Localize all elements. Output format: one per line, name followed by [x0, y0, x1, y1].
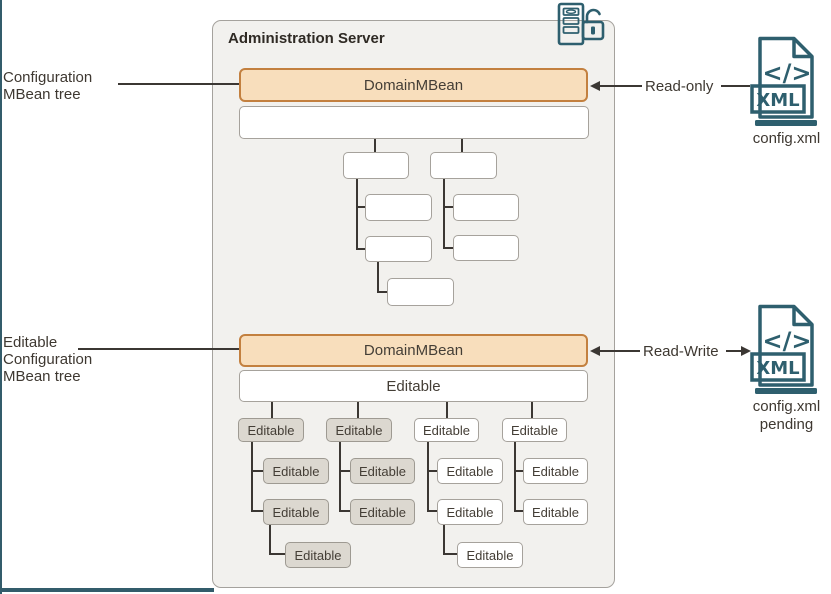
connector — [427, 442, 429, 512]
configxml-caption: config.xml — [752, 130, 821, 147]
editable-node: Editable — [523, 458, 588, 484]
connector — [446, 402, 448, 418]
xml-file-icon: </> XML — [750, 36, 817, 126]
connector — [461, 139, 463, 152]
connector — [377, 291, 387, 293]
connector — [443, 206, 453, 208]
connector — [443, 247, 453, 249]
code-glyph: </> — [763, 327, 812, 355]
connector — [531, 402, 533, 418]
editable-node: Editable — [523, 499, 588, 525]
arrowhead-left-icon — [590, 346, 600, 356]
frame-left-rule — [0, 0, 2, 594]
connector — [443, 179, 445, 249]
readwrite-arrow-line — [726, 350, 742, 352]
editable-node: Editable — [457, 542, 523, 568]
editable-label: Editable — [386, 377, 441, 395]
connector — [269, 553, 285, 555]
editable-node: Editable — [326, 418, 392, 442]
connector — [339, 442, 341, 512]
mbean-node — [365, 194, 432, 221]
connector — [357, 402, 359, 418]
mbean-node — [387, 278, 454, 306]
connector — [374, 139, 376, 152]
connector — [514, 470, 523, 472]
readwrite-arrow-line — [599, 350, 640, 352]
connector — [377, 262, 379, 293]
connector — [514, 442, 516, 512]
connector — [251, 470, 263, 472]
frame-bottom-rule — [0, 588, 214, 592]
connector — [251, 442, 253, 512]
mbean-node — [453, 194, 519, 221]
configxml-pending-caption: config.xml pending — [752, 398, 821, 433]
editable-node: Editable — [263, 458, 329, 484]
config-tree-wide-node — [239, 106, 589, 139]
leader-line — [78, 348, 239, 350]
domainmbean-label: DomainMBean — [363, 76, 464, 94]
config-tree-side-label: Configuration MBean tree — [3, 69, 93, 103]
editable-node: Editable — [350, 499, 415, 525]
readonly-arrow-line — [599, 85, 642, 87]
edit-tree-wide-editable: Editable — [239, 370, 588, 402]
mbean-node — [430, 152, 497, 179]
readonly-arrow-line — [721, 85, 750, 87]
code-glyph: </> — [763, 59, 812, 87]
readwrite-label: Read-Write — [643, 343, 719, 360]
editable-node: Editable — [502, 418, 567, 442]
edit-tree-root-domainmbean: DomainMBean — [239, 334, 588, 367]
config-tree-root-domainmbean: DomainMBean — [239, 68, 588, 102]
editable-node: Editable — [414, 418, 479, 442]
editable-node: Editable — [285, 542, 351, 568]
connector — [271, 402, 273, 418]
editable-node: Editable — [238, 418, 304, 442]
xml-file-icon: </> XML — [750, 304, 817, 394]
arrowhead-left-icon — [590, 81, 600, 91]
connector — [427, 470, 437, 472]
arrowhead-right-icon — [741, 346, 751, 356]
editable-node: Editable — [437, 458, 503, 484]
editable-node: Editable — [350, 458, 415, 484]
domainmbean-label: DomainMBean — [363, 342, 464, 359]
editable-node: Editable — [437, 499, 503, 525]
xml-badge: XML — [756, 90, 799, 111]
editable-node: Editable — [263, 499, 329, 525]
connector — [514, 510, 523, 512]
connector — [356, 206, 365, 208]
connector — [356, 179, 358, 250]
mbean-node — [365, 236, 432, 262]
panel-title: Administration Server — [228, 30, 385, 47]
connector — [443, 525, 445, 555]
connector — [443, 553, 457, 555]
leader-line — [118, 83, 239, 85]
edit-tree-side-label: Editable Configuration MBean tree — [3, 334, 93, 385]
readonly-label: Read-only — [645, 78, 714, 95]
xml-badge: XML — [756, 358, 799, 379]
connector — [251, 510, 263, 512]
server-open-lock-icon — [557, 2, 605, 46]
connector — [269, 525, 271, 555]
connector — [339, 470, 350, 472]
mbean-node — [453, 235, 519, 261]
connector — [427, 510, 437, 512]
connector — [356, 248, 365, 250]
connector — [339, 510, 350, 512]
mbean-node — [343, 152, 409, 179]
